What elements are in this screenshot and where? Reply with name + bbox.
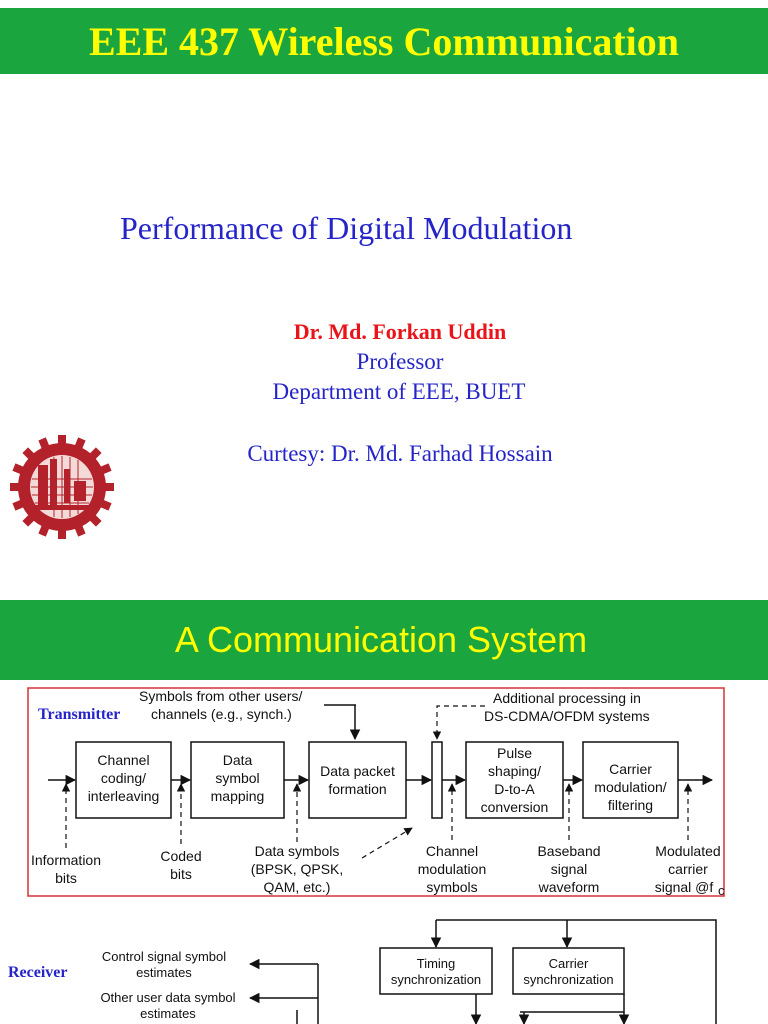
receiver-label: Receiver — [8, 964, 68, 981]
annot-control-estimates: estimates — [136, 965, 192, 980]
author-department: Department of EEE, BUET — [272, 379, 526, 404]
annot-data-symbols: QAM, etc.) — [264, 879, 331, 895]
tx-block-text: Carrier — [609, 761, 652, 777]
tx-block-text: symbol — [215, 770, 259, 786]
annot-channel-modulation: Channel — [426, 843, 478, 859]
annot-coded-bits: Coded — [160, 848, 201, 864]
tx-block-text: shaping/ — [488, 763, 541, 779]
annot-channel-modulation: modulation — [418, 861, 487, 877]
rx-block-text: Carrier — [549, 956, 589, 971]
annot-other-users: channels (e.g., synch.) — [151, 706, 292, 722]
annot-information-bits: bits — [55, 870, 77, 886]
rx-block-timing-sync — [379, 947, 493, 995]
tx-block-text: Data — [223, 752, 253, 768]
annot-information-bits: Information — [31, 852, 101, 868]
courtesy-line: Curtesy: Dr. Md. Farhad Hossain — [247, 441, 553, 466]
tx-block-text: Data packet — [320, 763, 395, 779]
tx-block-text: Pulse — [497, 745, 532, 761]
tx-block-extra-processing — [431, 741, 443, 819]
rx-block-text: synchronization — [523, 972, 613, 987]
title-bar — [0, 8, 768, 74]
annot-modulated-subscript: c — [718, 883, 725, 898]
rx-block-text: Timing — [417, 956, 456, 971]
annot-additional: DS-CDMA/OFDM systems — [484, 708, 650, 724]
transmitter-frame — [27, 687, 725, 897]
annot-channel-modulation: symbols — [426, 879, 477, 895]
system-title: A Communication System — [174, 619, 588, 660]
buet-logo-icon — [10, 435, 114, 539]
tx-block-text: modulation/ — [594, 779, 666, 795]
annot-additional: Additional processing in — [493, 690, 641, 706]
annot-modulated: Modulated — [655, 843, 720, 859]
tx-block-text: conversion — [481, 799, 549, 815]
tx-block-text: Channel — [97, 752, 149, 768]
annot-modulated: carrier — [668, 861, 708, 877]
lecture-subtitle: Performance of Digital Modulation — [120, 210, 573, 246]
annot-modulated: signal @f — [655, 879, 714, 895]
tx-block-text: D-to-A — [494, 781, 535, 797]
annot-data-symbols: (BPSK, QPSK, — [251, 861, 344, 877]
tx-block-text: coding/ — [101, 770, 146, 786]
annot-baseband: signal — [551, 861, 588, 877]
annot-other-user-estimates: estimates — [140, 1006, 196, 1021]
course-title: EEE 437 Wireless Communication — [88, 19, 680, 64]
annot-other-users: Symbols from other users/ — [139, 688, 302, 704]
tx-block-text: filtering — [608, 797, 653, 813]
transmitter-label: Transmitter — [38, 706, 120, 723]
rx-block-carrier-sync — [512, 947, 625, 995]
communication-system-diagram: Transmitter Channel coding/ interleaving… — [8, 687, 725, 1024]
annot-baseband: waveform — [538, 879, 600, 895]
annot-coded-bits: bits — [170, 866, 192, 882]
annot-baseband: Baseband — [537, 843, 600, 859]
tx-block-text: formation — [328, 781, 386, 797]
annot-other-user-estimates: Other user data symbol — [100, 990, 235, 1005]
author-role: Professor — [356, 349, 444, 374]
annot-data-symbols: Data symbols — [255, 843, 340, 859]
annot-control-estimates: Control signal symbol — [102, 949, 226, 964]
tx-block-text: mapping — [211, 788, 265, 804]
system-title-bar — [0, 600, 768, 680]
tx-block-text: interleaving — [88, 788, 160, 804]
tx-block-packet-formation — [308, 741, 407, 819]
title-slide — [0, 0, 768, 590]
author-name: Dr. Md. Forkan Uddin — [293, 319, 507, 344]
rx-block-text: synchronization — [391, 972, 481, 987]
